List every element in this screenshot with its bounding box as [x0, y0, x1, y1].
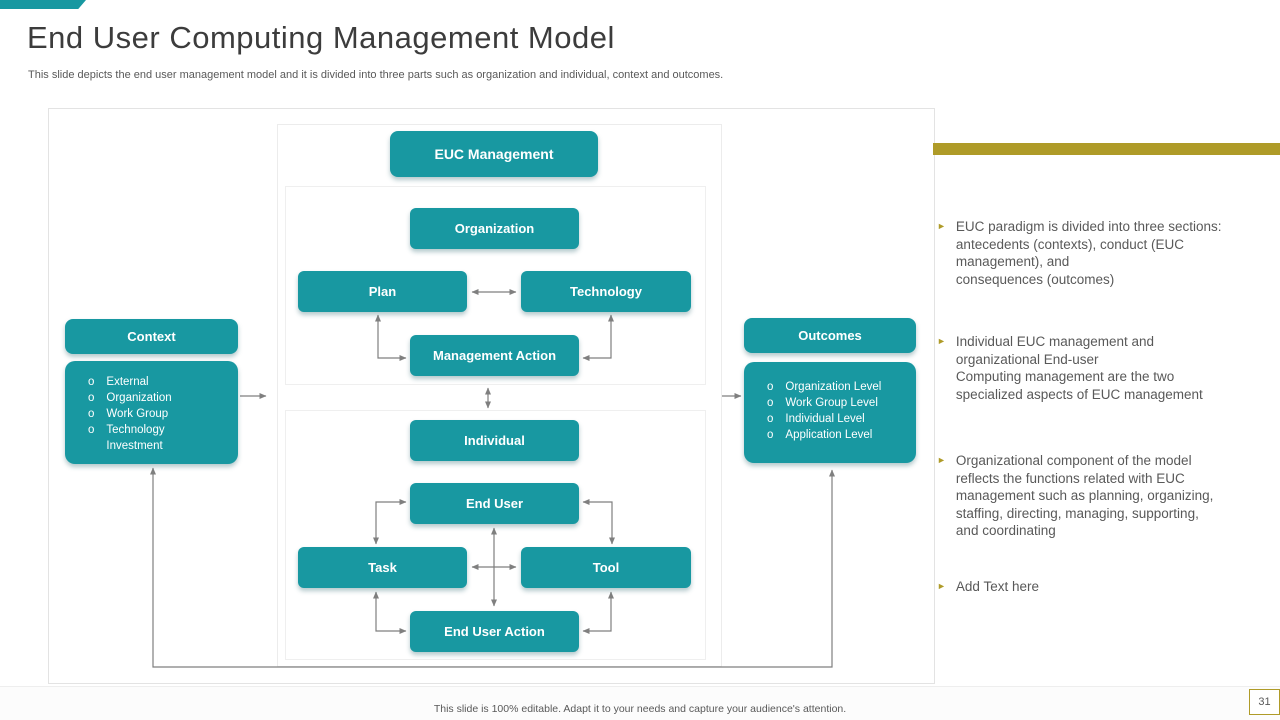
organization-group-frame: [285, 186, 706, 385]
circle-bullet-icon: o: [767, 429, 774, 441]
list-item: o Organization Level: [767, 381, 882, 393]
node-individual: Individual: [410, 420, 579, 461]
page-number-badge: 31: [1249, 689, 1280, 715]
list-item: o Work Group: [88, 408, 169, 420]
node-technology: Technology: [521, 271, 691, 312]
right-panel-bullet: ► EUC paradigm is divided into three sec…: [937, 219, 1222, 287]
node-plan: Plan: [298, 271, 467, 312]
outcomes-header: Outcomes: [744, 318, 916, 353]
circle-bullet-icon: o: [88, 392, 95, 404]
right-panel-bullet: ► Add Text here: [937, 579, 1039, 594]
list-item: o Application Level: [767, 429, 873, 441]
node-euc-management: EUC Management: [390, 131, 598, 177]
list-item: o External: [88, 376, 149, 388]
triangle-bullet-icon: ►: [937, 221, 946, 231]
circle-bullet-icon: o: [88, 408, 95, 420]
context-header: Context: [65, 319, 238, 354]
node-end-user-action: End User Action: [410, 611, 579, 652]
right-panel-bullet: ► Organizational component of the model …: [937, 453, 1214, 538]
footer-strip: [0, 686, 1280, 720]
node-organization: Organization: [410, 208, 579, 249]
circle-bullet-icon: o: [88, 376, 95, 388]
context-list: o External o Organization o Work Group o…: [65, 361, 238, 464]
node-tool: Tool: [521, 547, 691, 588]
corner-accent-bar: [0, 0, 86, 9]
triangle-bullet-icon: ►: [937, 581, 946, 591]
list-item: o Technology Investment: [88, 424, 165, 452]
outcomes-list: o Organization Level o Work Group Level …: [744, 362, 916, 463]
triangle-bullet-icon: ►: [937, 455, 946, 465]
circle-bullet-icon: o: [767, 381, 774, 393]
circle-bullet-icon: o: [88, 424, 95, 436]
footer-text: This slide is 100% editable. Adapt it to…: [433, 703, 847, 715]
triangle-bullet-icon: ►: [937, 336, 946, 346]
page-subtitle: This slide depicts the end user manageme…: [28, 69, 724, 81]
page-number: 31: [1258, 696, 1271, 708]
gold-accent-bar: [933, 143, 1280, 155]
node-task: Task: [298, 547, 467, 588]
right-panel-bullet: ► Individual EUC management and organiza…: [937, 334, 1203, 402]
list-item: o Work Group Level: [767, 397, 878, 409]
circle-bullet-icon: o: [767, 397, 774, 409]
list-item: o Organization: [88, 392, 172, 404]
node-management-action: Management Action: [410, 335, 579, 376]
node-end-user: End User: [410, 483, 579, 524]
list-item: o Individual Level: [767, 413, 865, 425]
page-title: End User Computing Management Model: [27, 20, 615, 55]
circle-bullet-icon: o: [767, 413, 774, 425]
